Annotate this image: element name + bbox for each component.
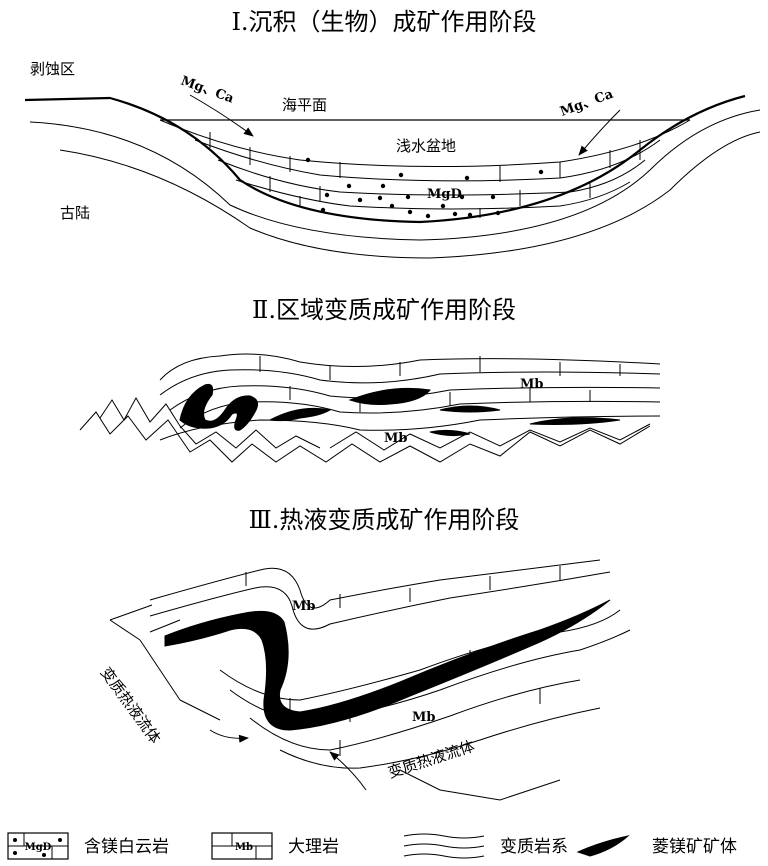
sea-level-label: 海平面 — [282, 96, 327, 114]
fluid-bottom-label: 变质热液流体 — [386, 737, 477, 782]
old-land-label: 古陆 — [60, 204, 90, 222]
legend-swatch-ore — [576, 835, 630, 857]
legend-swatch-metamorphic — [403, 833, 485, 859]
stage3-title: Ⅲ.热液变质成矿作用阶段 — [249, 506, 520, 534]
stage2-ore-body-6 — [429, 429, 471, 437]
stage2-mb-lower-label: Mb — [384, 431, 407, 446]
land-surface — [24, 94, 746, 224]
mg-ca-right-arrow — [578, 109, 621, 156]
stage1-basin-section — [24, 94, 761, 259]
basin-label: 浅水盆地 — [396, 137, 456, 155]
mg-ca-left-label: Mg、Ca — [179, 74, 237, 107]
stage3-folded-section — [109, 559, 631, 801]
legend-item-mgd: MgD 含镁白云岩 — [7, 832, 169, 860]
stage3-mb-upper-label: Mb — [292, 599, 315, 614]
stage2-ore-body-1 — [179, 384, 259, 431]
legend-item-metamorphic: 变质岩系 — [403, 833, 568, 859]
mg-ca-left-arrow — [189, 94, 254, 137]
stage2-ore-body-3 — [348, 387, 431, 405]
legend-swatch-mb-text: Mb — [235, 842, 253, 853]
legend-label-mgd: 含镁白云岩 — [84, 837, 169, 857]
fluid-bottom-arrow — [329, 751, 367, 791]
stage2-ore-body-5 — [529, 417, 621, 425]
stage2-folded-section — [79, 353, 661, 463]
stage2-title: Ⅱ.区域变质成矿作用阶段 — [252, 296, 516, 324]
fluid-left-label: 变质热液流体 — [97, 664, 164, 747]
mg-ca-right-label: Mg、Ca — [558, 87, 616, 120]
legend-item-ore: 菱镁矿矿体 — [576, 835, 737, 857]
stage3-mb-lower-label: Mb — [412, 710, 435, 725]
legend-label-mb: 大理岩 — [288, 837, 339, 857]
legend-label-metamorphic: 变质岩系 — [500, 837, 568, 857]
legend-label-ore: 菱镁矿矿体 — [652, 837, 737, 857]
stage2-ore-body-2 — [268, 407, 332, 422]
legend-item-mb: Mb 大理岩 — [211, 832, 339, 860]
legend-swatch-mgd-text: MgD — [25, 842, 52, 853]
stage2-ore-body-4 — [439, 405, 501, 413]
stage2-mb-upper-label: Mb — [520, 377, 543, 392]
stage1-title: Ⅰ.沉积（生物）成矿作用阶段 — [231, 8, 536, 36]
stage3-ore-body — [164, 599, 611, 731]
erosion-zone-label: 剥蚀区 — [30, 60, 75, 78]
legend: MgD 含镁白云岩 Mb 大理岩 变质岩系 菱镁矿矿体 — [7, 832, 737, 860]
fluid-left-arrow — [209, 729, 249, 743]
